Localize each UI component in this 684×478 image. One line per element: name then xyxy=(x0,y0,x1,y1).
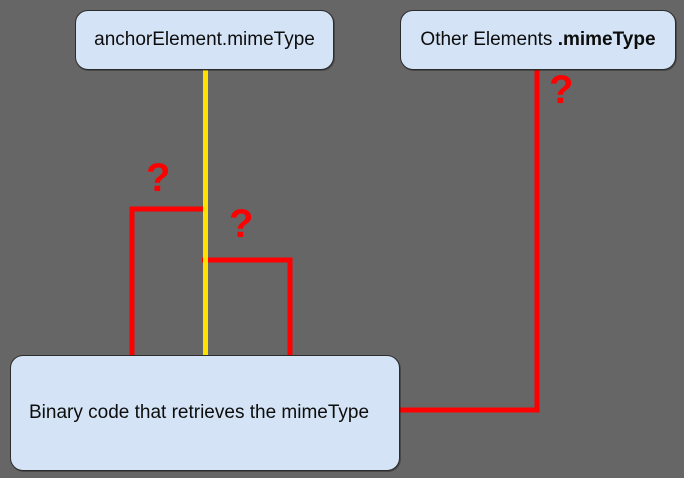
question-mark-middle: ? xyxy=(229,202,254,246)
edge-unknown-other-to-binary xyxy=(399,70,540,413)
question-mark-right: ? xyxy=(549,68,574,112)
question-mark-left: ? xyxy=(146,156,171,200)
edge-unknown-left xyxy=(129,206,208,357)
node-binary-code-label: Binary code that retrieves the mimeType xyxy=(29,401,370,423)
node-anchor-element[interactable]: anchorElement.mimeType xyxy=(75,10,334,70)
node-anchor-element-label: anchorElement.mimeType xyxy=(94,28,315,50)
node-other-elements-label-property: .mimeType xyxy=(557,28,656,50)
edge-unknown-middle xyxy=(202,257,293,357)
node-binary-code[interactable]: Binary code that retrieves the mimeType xyxy=(10,355,400,471)
node-other-elements[interactable]: Other Elements .mimeType xyxy=(400,10,676,70)
node-other-elements-label-prefix: Other Elements xyxy=(420,28,558,50)
node-other-elements-label: Other Elements .mimeType xyxy=(420,28,656,51)
